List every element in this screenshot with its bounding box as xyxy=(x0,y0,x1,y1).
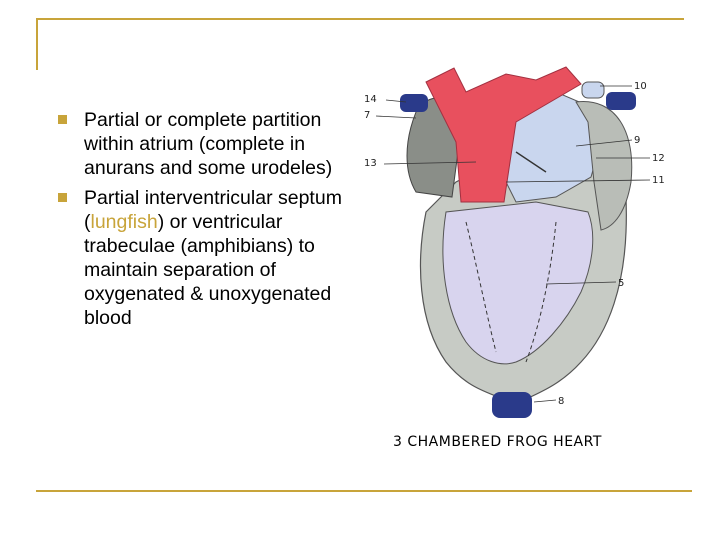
label-9: 9 xyxy=(634,135,640,146)
bullet-atrium-partition: Partial or complete partition within atr… xyxy=(56,108,356,180)
vein-top-stub xyxy=(581,81,605,99)
square-bullet-icon xyxy=(58,115,67,124)
label-7: 7 xyxy=(364,110,370,121)
bullet-ventricular-septum: Partial interventricular septum (lungfis… xyxy=(56,186,356,330)
flow-line-left xyxy=(465,221,497,353)
label-14: 14 xyxy=(364,94,377,105)
bullet-text: Partial or complete partition within atr… xyxy=(84,109,333,179)
figure-caption: 3 CHAMBERED FROG HEART xyxy=(393,434,602,450)
lungfish-highlight: lungfish xyxy=(90,211,158,233)
bullet-text-start: Partial interventricular septum ( xyxy=(84,187,342,233)
frog-heart-diagram: 14 7 13 10 9 12 11 5 8 xyxy=(364,66,665,418)
truncus-arteriosus xyxy=(425,66,582,203)
ventricle-inner xyxy=(442,201,594,365)
bullet-list: Partial or complete partition within atr… xyxy=(56,108,356,336)
label-12: 12 xyxy=(652,153,665,164)
flow-line-right xyxy=(525,221,557,363)
bullet-text-end: ) or ventricular trabeculae (amphibians)… xyxy=(84,211,332,329)
label-10: 10 xyxy=(634,81,647,92)
left-frame-rule xyxy=(36,18,38,70)
label-11: 11 xyxy=(652,175,665,186)
right-lobe xyxy=(575,101,633,231)
vein-right-stub xyxy=(606,92,636,110)
top-frame-rule xyxy=(36,18,684,20)
flow-arrow xyxy=(515,151,547,173)
label-13: 13 xyxy=(364,158,377,169)
bottom-frame-rule xyxy=(36,490,692,492)
label-8: 8 xyxy=(558,396,564,407)
square-bullet-icon xyxy=(58,193,67,202)
label-5: 5 xyxy=(618,278,624,289)
bottom-vessel xyxy=(492,392,532,418)
vein-left-stub xyxy=(400,94,428,112)
